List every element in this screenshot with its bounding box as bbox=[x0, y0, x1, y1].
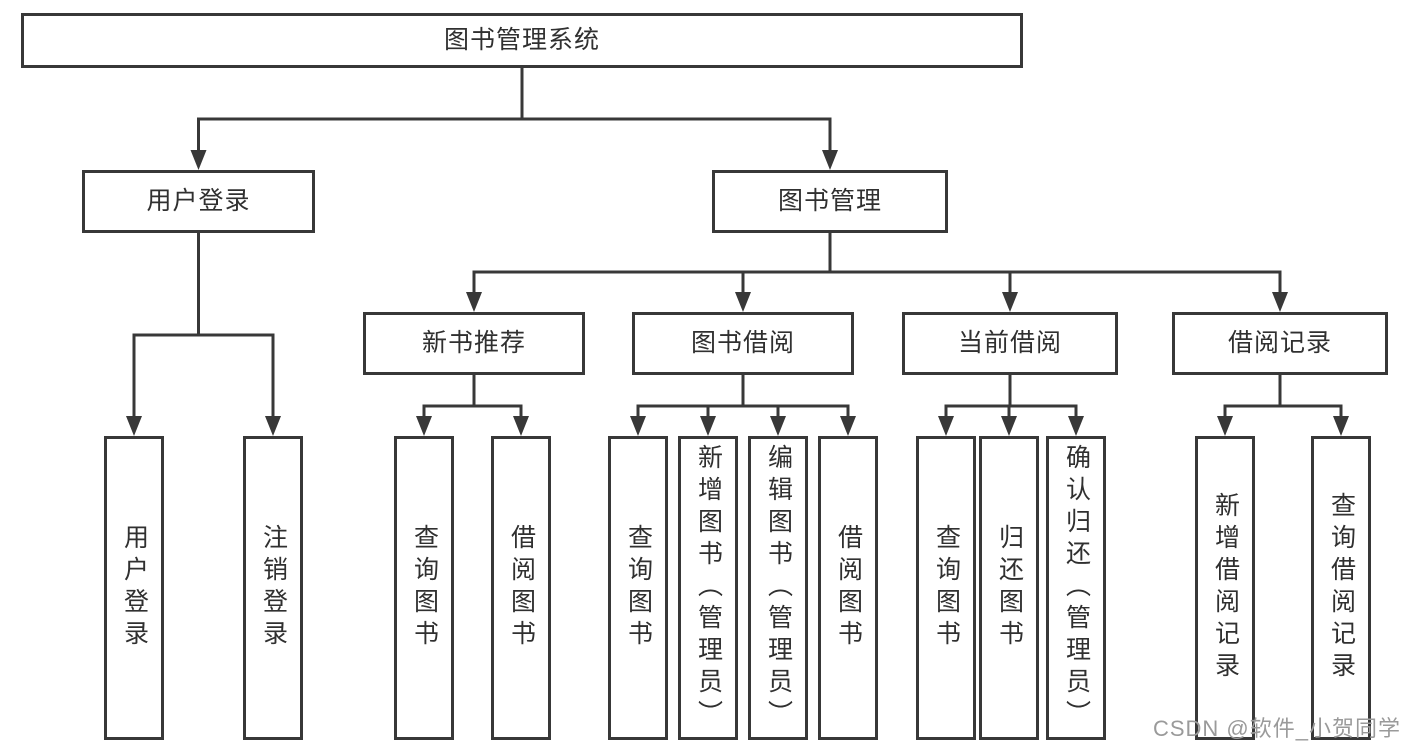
node-label-borrow-records: 借阅记录 bbox=[1227, 329, 1332, 357]
node-label-leaf-user-login: 用户登录 bbox=[120, 524, 149, 652]
arrowhead-user-login bbox=[190, 150, 207, 170]
node-label-leaf-query-record: 查询借阅记录 bbox=[1327, 492, 1356, 684]
node-label-leaf-query-book-2: 查询图书 bbox=[624, 524, 653, 652]
node-leaf-query-book-3: 查询图书 bbox=[916, 436, 976, 740]
node-leaf-edit-book: 编辑图书（管理员） bbox=[748, 436, 808, 740]
node-leaf-query-record: 查询借阅记录 bbox=[1311, 436, 1371, 740]
arrowhead-leaf-logout bbox=[265, 416, 281, 436]
node-leaf-user-login: 用户登录 bbox=[104, 436, 164, 740]
node-label-leaf-confirm-return: 确认归还（管理员） bbox=[1062, 444, 1091, 732]
node-root: 图书管理系统 bbox=[21, 13, 1023, 68]
node-leaf-confirm-return: 确认归还（管理员） bbox=[1046, 436, 1106, 740]
node-label-root: 图书管理系统 bbox=[443, 26, 600, 54]
arrowhead-leaf-query-book-2 bbox=[630, 416, 646, 436]
node-borrow-records: 借阅记录 bbox=[1172, 312, 1388, 375]
arrowhead-leaf-confirm-return bbox=[1068, 416, 1084, 436]
watermark: CSDN @软件_小贺同学 bbox=[1152, 716, 1401, 741]
arrowhead-book-borrow bbox=[735, 292, 751, 312]
node-label-leaf-edit-book: 编辑图书（管理员） bbox=[764, 444, 793, 732]
node-leaf-borrow-book-1: 借阅图书 bbox=[491, 436, 551, 740]
node-label-leaf-query-book-3: 查询图书 bbox=[932, 524, 961, 652]
node-leaf-add-record: 新增借阅记录 bbox=[1195, 436, 1255, 740]
node-leaf-query-book-1: 查询图书 bbox=[394, 436, 454, 740]
node-current-borrow: 当前借阅 bbox=[902, 312, 1118, 375]
node-label-new-book-rec: 新书推荐 bbox=[421, 329, 526, 357]
node-leaf-borrow-book-2: 借阅图书 bbox=[818, 436, 878, 740]
node-label-leaf-return-book: 归还图书 bbox=[995, 524, 1024, 652]
node-label-user-login: 用户登录 bbox=[146, 187, 251, 215]
arrowhead-borrow-records bbox=[1272, 292, 1288, 312]
node-book-borrow: 图书借阅 bbox=[632, 312, 854, 375]
arrowhead-leaf-edit-book bbox=[770, 416, 786, 436]
node-new-book-rec: 新书推荐 bbox=[363, 312, 585, 375]
arrowhead-leaf-borrow-book-2 bbox=[840, 416, 856, 436]
node-leaf-logout: 注销登录 bbox=[243, 436, 303, 740]
node-label-book-borrow: 图书借阅 bbox=[690, 329, 795, 357]
arrowhead-leaf-add-record bbox=[1217, 416, 1233, 436]
node-label-leaf-logout: 注销登录 bbox=[259, 524, 288, 652]
node-label-current-borrow: 当前借阅 bbox=[957, 329, 1062, 357]
node-label-leaf-add-record: 新增借阅记录 bbox=[1211, 492, 1240, 684]
node-leaf-add-book: 新增图书（管理员） bbox=[678, 436, 738, 740]
node-book-mgmt: 图书管理 bbox=[712, 170, 948, 233]
node-leaf-query-book-2: 查询图书 bbox=[608, 436, 668, 740]
node-label-leaf-borrow-book-2: 借阅图书 bbox=[834, 524, 863, 652]
arrowhead-leaf-query-book-1 bbox=[416, 416, 432, 436]
arrowhead-new-book-rec bbox=[466, 292, 482, 312]
arrowhead-leaf-query-book-3 bbox=[938, 416, 954, 436]
arrowhead-leaf-return-book bbox=[1001, 416, 1017, 436]
arrowhead-leaf-query-record bbox=[1333, 416, 1349, 436]
arrowhead-leaf-borrow-book-1 bbox=[513, 416, 529, 436]
node-label-leaf-borrow-book-1: 借阅图书 bbox=[507, 524, 536, 652]
node-label-leaf-query-book-1: 查询图书 bbox=[410, 524, 439, 652]
node-label-leaf-add-book: 新增图书（管理员） bbox=[694, 444, 723, 732]
node-label-book-mgmt: 图书管理 bbox=[777, 187, 882, 215]
arrowhead-leaf-user-login bbox=[126, 416, 142, 436]
arrowhead-book-mgmt bbox=[822, 150, 838, 170]
node-leaf-return-book: 归还图书 bbox=[979, 436, 1039, 740]
arrowhead-leaf-add-book bbox=[700, 416, 716, 436]
node-user-login: 用户登录 bbox=[82, 170, 315, 233]
arrowhead-current-borrow bbox=[1002, 292, 1018, 312]
